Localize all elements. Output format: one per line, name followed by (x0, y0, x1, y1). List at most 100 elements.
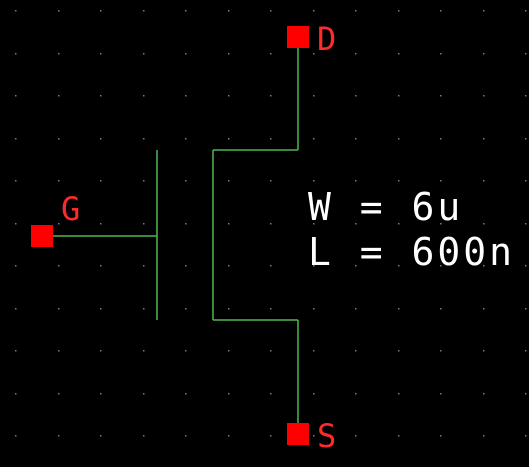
grid-dot (228, 180, 230, 182)
grid-dot (100, 393, 102, 395)
grid-dot (228, 393, 230, 395)
grid-dot (398, 180, 400, 182)
grid-dot (398, 435, 400, 437)
grid-dot (143, 10, 145, 12)
grid-dot (483, 138, 485, 140)
grid-dot (313, 95, 315, 97)
grid-dot (483, 180, 485, 182)
grid-dot (15, 138, 17, 140)
grid-dot (270, 350, 272, 352)
grid-dot (270, 180, 272, 182)
grid-dot (15, 308, 17, 310)
drain-pin[interactable] (287, 26, 309, 48)
grid-dot (143, 95, 145, 97)
grid-dot (525, 138, 527, 140)
grid-dot (228, 308, 230, 310)
width-parameter: W = 6u (308, 185, 463, 229)
grid-dot (270, 435, 272, 437)
grid-dot (228, 53, 230, 55)
grid-dot (270, 265, 272, 267)
grid-dot (355, 308, 357, 310)
grid-dot (355, 435, 357, 437)
grid-dot (143, 53, 145, 55)
grid-dot (313, 138, 315, 140)
grid-dot (483, 265, 485, 267)
grid-dot (440, 10, 442, 12)
grid-dot (525, 265, 527, 267)
grid-dot (58, 435, 60, 437)
grid-dot (15, 180, 17, 182)
grid-dot (143, 265, 145, 267)
grid-dot (228, 223, 230, 225)
grid-dot (100, 308, 102, 310)
grid-dot (143, 308, 145, 310)
grid-dot (100, 10, 102, 12)
grid-dot (58, 10, 60, 12)
grid-dot (313, 435, 315, 437)
grid-dot (15, 53, 17, 55)
grid-dot (355, 265, 357, 267)
grid-dot (15, 10, 17, 12)
grid-dot (355, 350, 357, 352)
grid-dot (398, 308, 400, 310)
grid-dot (440, 265, 442, 267)
grid-dot (228, 95, 230, 97)
grid-dot (355, 180, 357, 182)
grid-dot (525, 350, 527, 352)
grid-dot (270, 393, 272, 395)
grid-dot (15, 393, 17, 395)
grid-dot (398, 10, 400, 12)
grid-dot (483, 53, 485, 55)
source-pin[interactable] (287, 423, 309, 445)
grid-dot (143, 435, 145, 437)
grid-dot (525, 223, 527, 225)
grid-dot (58, 265, 60, 267)
grid-dot (355, 138, 357, 140)
source-label: S (317, 417, 336, 455)
grid-dot (313, 308, 315, 310)
gate-pin[interactable] (31, 225, 53, 247)
grid-dot (313, 350, 315, 352)
grid-dot (355, 393, 357, 395)
grid-dot (100, 180, 102, 182)
grid-dot (398, 138, 400, 140)
grid-dot (100, 95, 102, 97)
grid-dot (185, 95, 187, 97)
grid-dot (228, 265, 230, 267)
grid-dot (525, 53, 527, 55)
grid-dot (228, 10, 230, 12)
grid-dot (185, 350, 187, 352)
length-parameter: L = 600n (308, 230, 515, 274)
grid-dot (483, 95, 485, 97)
grid-dot (185, 265, 187, 267)
grid-dot (270, 53, 272, 55)
grid-dot (58, 223, 60, 225)
grid-dot (143, 138, 145, 140)
grid-dot (313, 180, 315, 182)
grid-dot (398, 95, 400, 97)
grid-dot (58, 180, 60, 182)
grid-dot (185, 393, 187, 395)
grid-dot (398, 350, 400, 352)
grid-dot (228, 138, 230, 140)
grid-dot (440, 435, 442, 437)
grid-dot (355, 10, 357, 12)
grid-dot (100, 435, 102, 437)
gate-label: G (61, 190, 80, 228)
grid-dot (58, 138, 60, 140)
grid-dots (15, 10, 527, 437)
grid-dot (185, 53, 187, 55)
grid-dot (440, 138, 442, 140)
grid-dot (440, 95, 442, 97)
grid-dot (483, 350, 485, 352)
grid-dot (100, 265, 102, 267)
grid-dot (185, 308, 187, 310)
grid-dot (440, 393, 442, 395)
grid-dot (58, 350, 60, 352)
grid-dot (100, 138, 102, 140)
transistor-symbol (42, 37, 299, 434)
grid-dot (313, 10, 315, 12)
grid-dot (100, 350, 102, 352)
grid-dot (15, 95, 17, 97)
